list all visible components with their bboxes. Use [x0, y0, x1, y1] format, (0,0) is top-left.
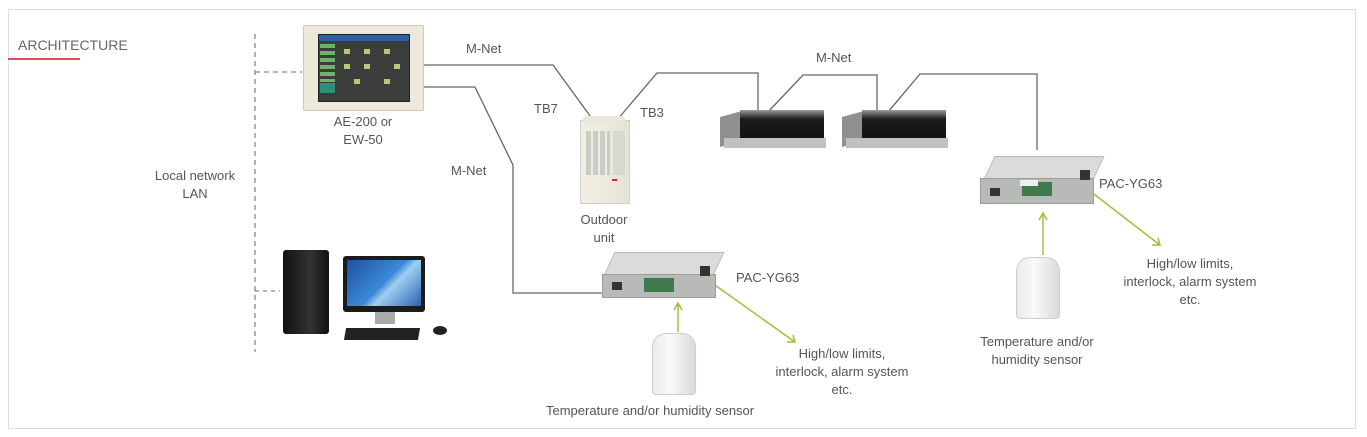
limits-2-label: High/low limits, interlock, alarm system…: [1100, 255, 1280, 309]
pc-mouse: [433, 326, 447, 335]
local-network-line1: Local network: [154, 168, 236, 183]
sensor-1[interactable]: [652, 333, 696, 395]
mnet-indoor2-to-pac2: [887, 73, 1038, 150]
mnet-left-label: M-Net: [451, 163, 487, 178]
indoor-unit-1[interactable]: [720, 108, 826, 150]
limits-1-line1: High/low limits,: [798, 346, 886, 361]
limits-1-line2: interlock, alarm system: [775, 364, 909, 379]
pc-keyboard: [343, 328, 421, 340]
controller-label-line2: EW-50: [343, 132, 383, 147]
sensor-2-label-line2: humidity sensor: [991, 352, 1083, 367]
outdoor-unit[interactable]: [580, 116, 630, 204]
mnet-controller-to-outdoor: [422, 64, 594, 121]
pac-yg63-interface-1[interactable]: [601, 246, 725, 300]
limits-2-line2: interlock, alarm system: [1123, 274, 1257, 289]
outdoor-label-line1: Outdoor: [580, 212, 628, 227]
limits-1-line3: etc.: [831, 382, 853, 397]
sensor1-arrow: [673, 301, 683, 311]
sensor2-arrow: [1038, 211, 1048, 221]
limits2-signal: [1085, 187, 1161, 246]
sensor-2-label: Temperature and/or humidity sensor: [962, 333, 1112, 369]
local-network-label: Local network LAN: [140, 167, 250, 203]
indoor-unit-2[interactable]: [842, 108, 948, 150]
controller-label-line1: AE-200 or: [333, 114, 393, 129]
limits1-signal: [711, 282, 796, 343]
mnet-top-label: M-Net: [466, 41, 502, 56]
pc-tower: [283, 250, 329, 334]
page-title: ARCHITECTURE: [18, 37, 128, 53]
limits-2-line1: High/low limits,: [1146, 256, 1234, 271]
tb3-label: TB3: [640, 105, 664, 120]
outdoor-label: Outdoor unit: [566, 211, 642, 247]
limits1-arrow: [787, 334, 796, 343]
pac-1-label: PAC-YG63: [736, 270, 800, 285]
sensor-1-label: Temperature and/or humidity sensor: [546, 403, 755, 418]
controller-screen: [318, 34, 410, 102]
outdoor-label-line2: unit: [593, 230, 615, 245]
controller-label: AE-200 or EW-50: [320, 113, 406, 149]
pac-2-label: PAC-YG63: [1099, 176, 1163, 191]
pc-monitor: [343, 256, 425, 312]
limits-1-label: High/low limits, interlock, alarm system…: [752, 345, 932, 399]
pac-yg63-interface-2[interactable]: [980, 150, 1105, 208]
mnet-outdoor-to-indoor1: [616, 72, 759, 121]
mnet-indoor1-to-indoor2: [767, 74, 878, 113]
sensor-2[interactable]: [1016, 257, 1060, 319]
tb7-label: TB7: [534, 101, 558, 116]
sensor-2-label-line1: Temperature and/or: [980, 334, 1094, 349]
limits-2-line3: etc.: [1179, 292, 1201, 307]
desktop-computer[interactable]: [283, 248, 463, 348]
title-underline: [8, 58, 80, 60]
mnet-controller-to-pac1: [422, 86, 605, 294]
mnet-indoor-label: M-Net: [816, 50, 852, 65]
limits2-arrow: [1152, 237, 1161, 246]
controller-device[interactable]: [303, 25, 424, 111]
diagram-frame: [8, 9, 1356, 429]
local-network-line2: LAN: [182, 186, 208, 201]
